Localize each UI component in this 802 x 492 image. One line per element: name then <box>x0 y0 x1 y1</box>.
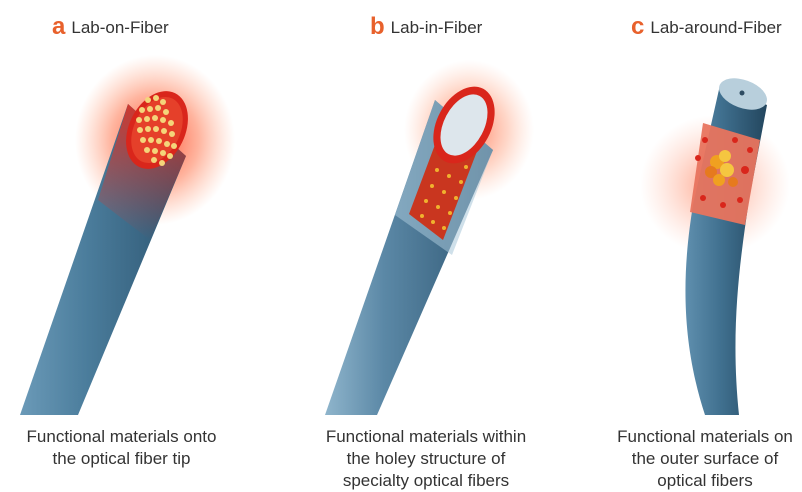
panel-lab-around-fiber: cLab-around-Fiber <box>535 0 802 490</box>
panel-b-caption-line-1: Functional materials within <box>306 426 546 448</box>
panel-c-caption-line-3: optical fibers <box>610 470 800 492</box>
panel-c-caption: Functional materials on the outer surfac… <box>610 426 800 492</box>
panel-lab-on-fiber: aLab-on-Fiber <box>0 0 267 490</box>
panel-c-caption-line-1: Functional materials on <box>610 426 800 448</box>
panel-lab-in-fiber: bLab-in-Fiber <box>267 0 535 490</box>
fiber-core <box>740 91 745 96</box>
panel-b-caption-line-2: the holey structure of <box>306 448 546 470</box>
panel-b-caption: Functional materials within the holey st… <box>306 426 546 492</box>
lab-on-fiber-illustration <box>0 0 267 430</box>
panel-c-caption-line-2: the outer surface of <box>610 448 800 470</box>
panel-b-caption-line-3: specialty optical fibers <box>306 470 546 492</box>
panel-a-caption-line-1: Functional materials onto <box>8 426 235 448</box>
panel-a-caption-line-2: the optical fiber tip <box>8 448 235 470</box>
lab-in-fiber-illustration <box>267 0 535 430</box>
panel-a-caption: Functional materials onto the optical fi… <box>8 426 235 470</box>
lab-around-fiber-illustration <box>535 0 802 430</box>
